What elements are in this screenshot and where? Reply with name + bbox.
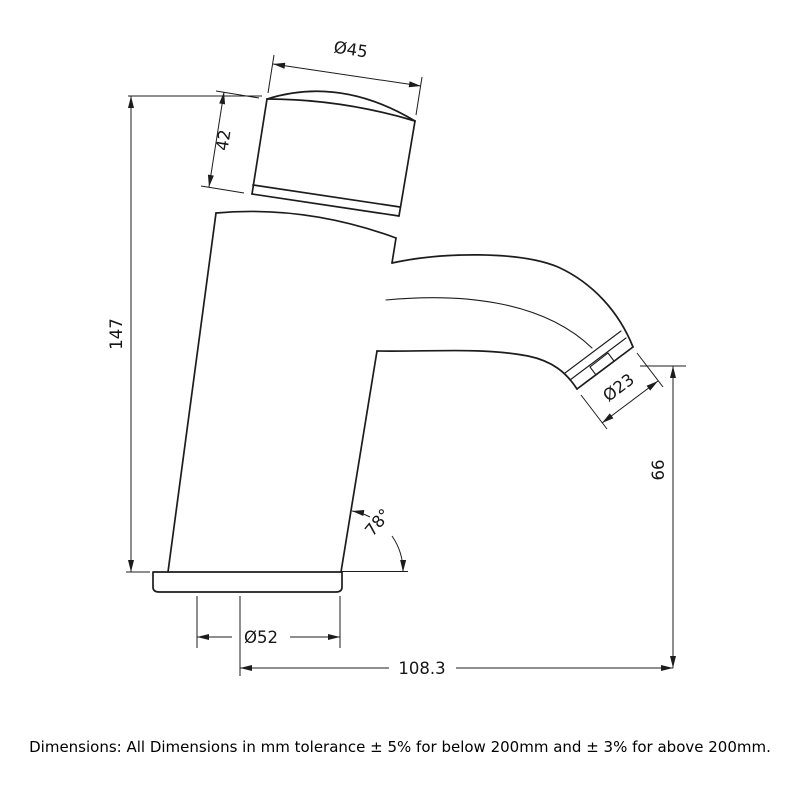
dimension-horizontal-reach: 108.3 (239, 596, 673, 678)
dim-45-extension-left (267, 54, 275, 94)
dimension-body-angle: 78° (342, 505, 408, 573)
dim-45-label: Ø45 (333, 38, 369, 62)
body-top-edge (215, 210, 397, 239)
dim-45-line (272, 62, 422, 88)
dimension-cap-diameter: Ø45 (267, 38, 423, 116)
dim-angle-arc-lower (391, 535, 407, 573)
dim-angle-arc-upper (351, 510, 371, 518)
dim-23-extension-right (636, 352, 664, 388)
base-flange-outline (152, 571, 343, 593)
spout-bottom-edge (376, 349, 578, 390)
dim-23-line (601, 380, 659, 424)
dim-23-extension-left (580, 394, 608, 430)
dimension-base-diameter: Ø52 (196, 596, 341, 648)
tolerance-note: Dimensions: All Dimensions in mm toleran… (29, 738, 771, 756)
handle-left-edge (251, 98, 268, 195)
body-right-edge-upper (391, 237, 397, 264)
cap-edge-line (266, 98, 416, 122)
dim-147-label: 147 (107, 318, 126, 350)
dim-108-label: 108.3 (398, 659, 445, 678)
dim-52-label: Ø52 (244, 628, 278, 647)
handle-ring-upper (252, 184, 401, 208)
handle-ring-lower (251, 193, 400, 217)
dim-42-extension-top (215, 90, 260, 99)
handle-right-edge (398, 120, 416, 217)
dim-angle-label: 78° (361, 505, 394, 540)
spout-flow-curve (385, 297, 593, 349)
faucet-outline (152, 90, 634, 593)
dim-42-extension-bottom (200, 185, 245, 194)
dim-42-line (207, 91, 226, 188)
spout-top-edge (391, 254, 634, 348)
dimension-handle-height: 42 (200, 90, 260, 194)
spout-aerator-detail (589, 352, 615, 376)
spout-aerator-line-1 (569, 337, 627, 381)
dimension-spout-height: 66 (640, 365, 686, 668)
dimension-total-height: 147 (107, 95, 262, 573)
cap-dome-line (266, 90, 416, 122)
dim-66-label: 66 (649, 460, 668, 481)
body-right-edge-lower (340, 350, 378, 573)
dim-42-label: 42 (213, 128, 235, 152)
spout-aerator-line-2 (564, 330, 622, 374)
body-left-edge (167, 212, 217, 573)
dim-45-extension-right (415, 76, 423, 116)
